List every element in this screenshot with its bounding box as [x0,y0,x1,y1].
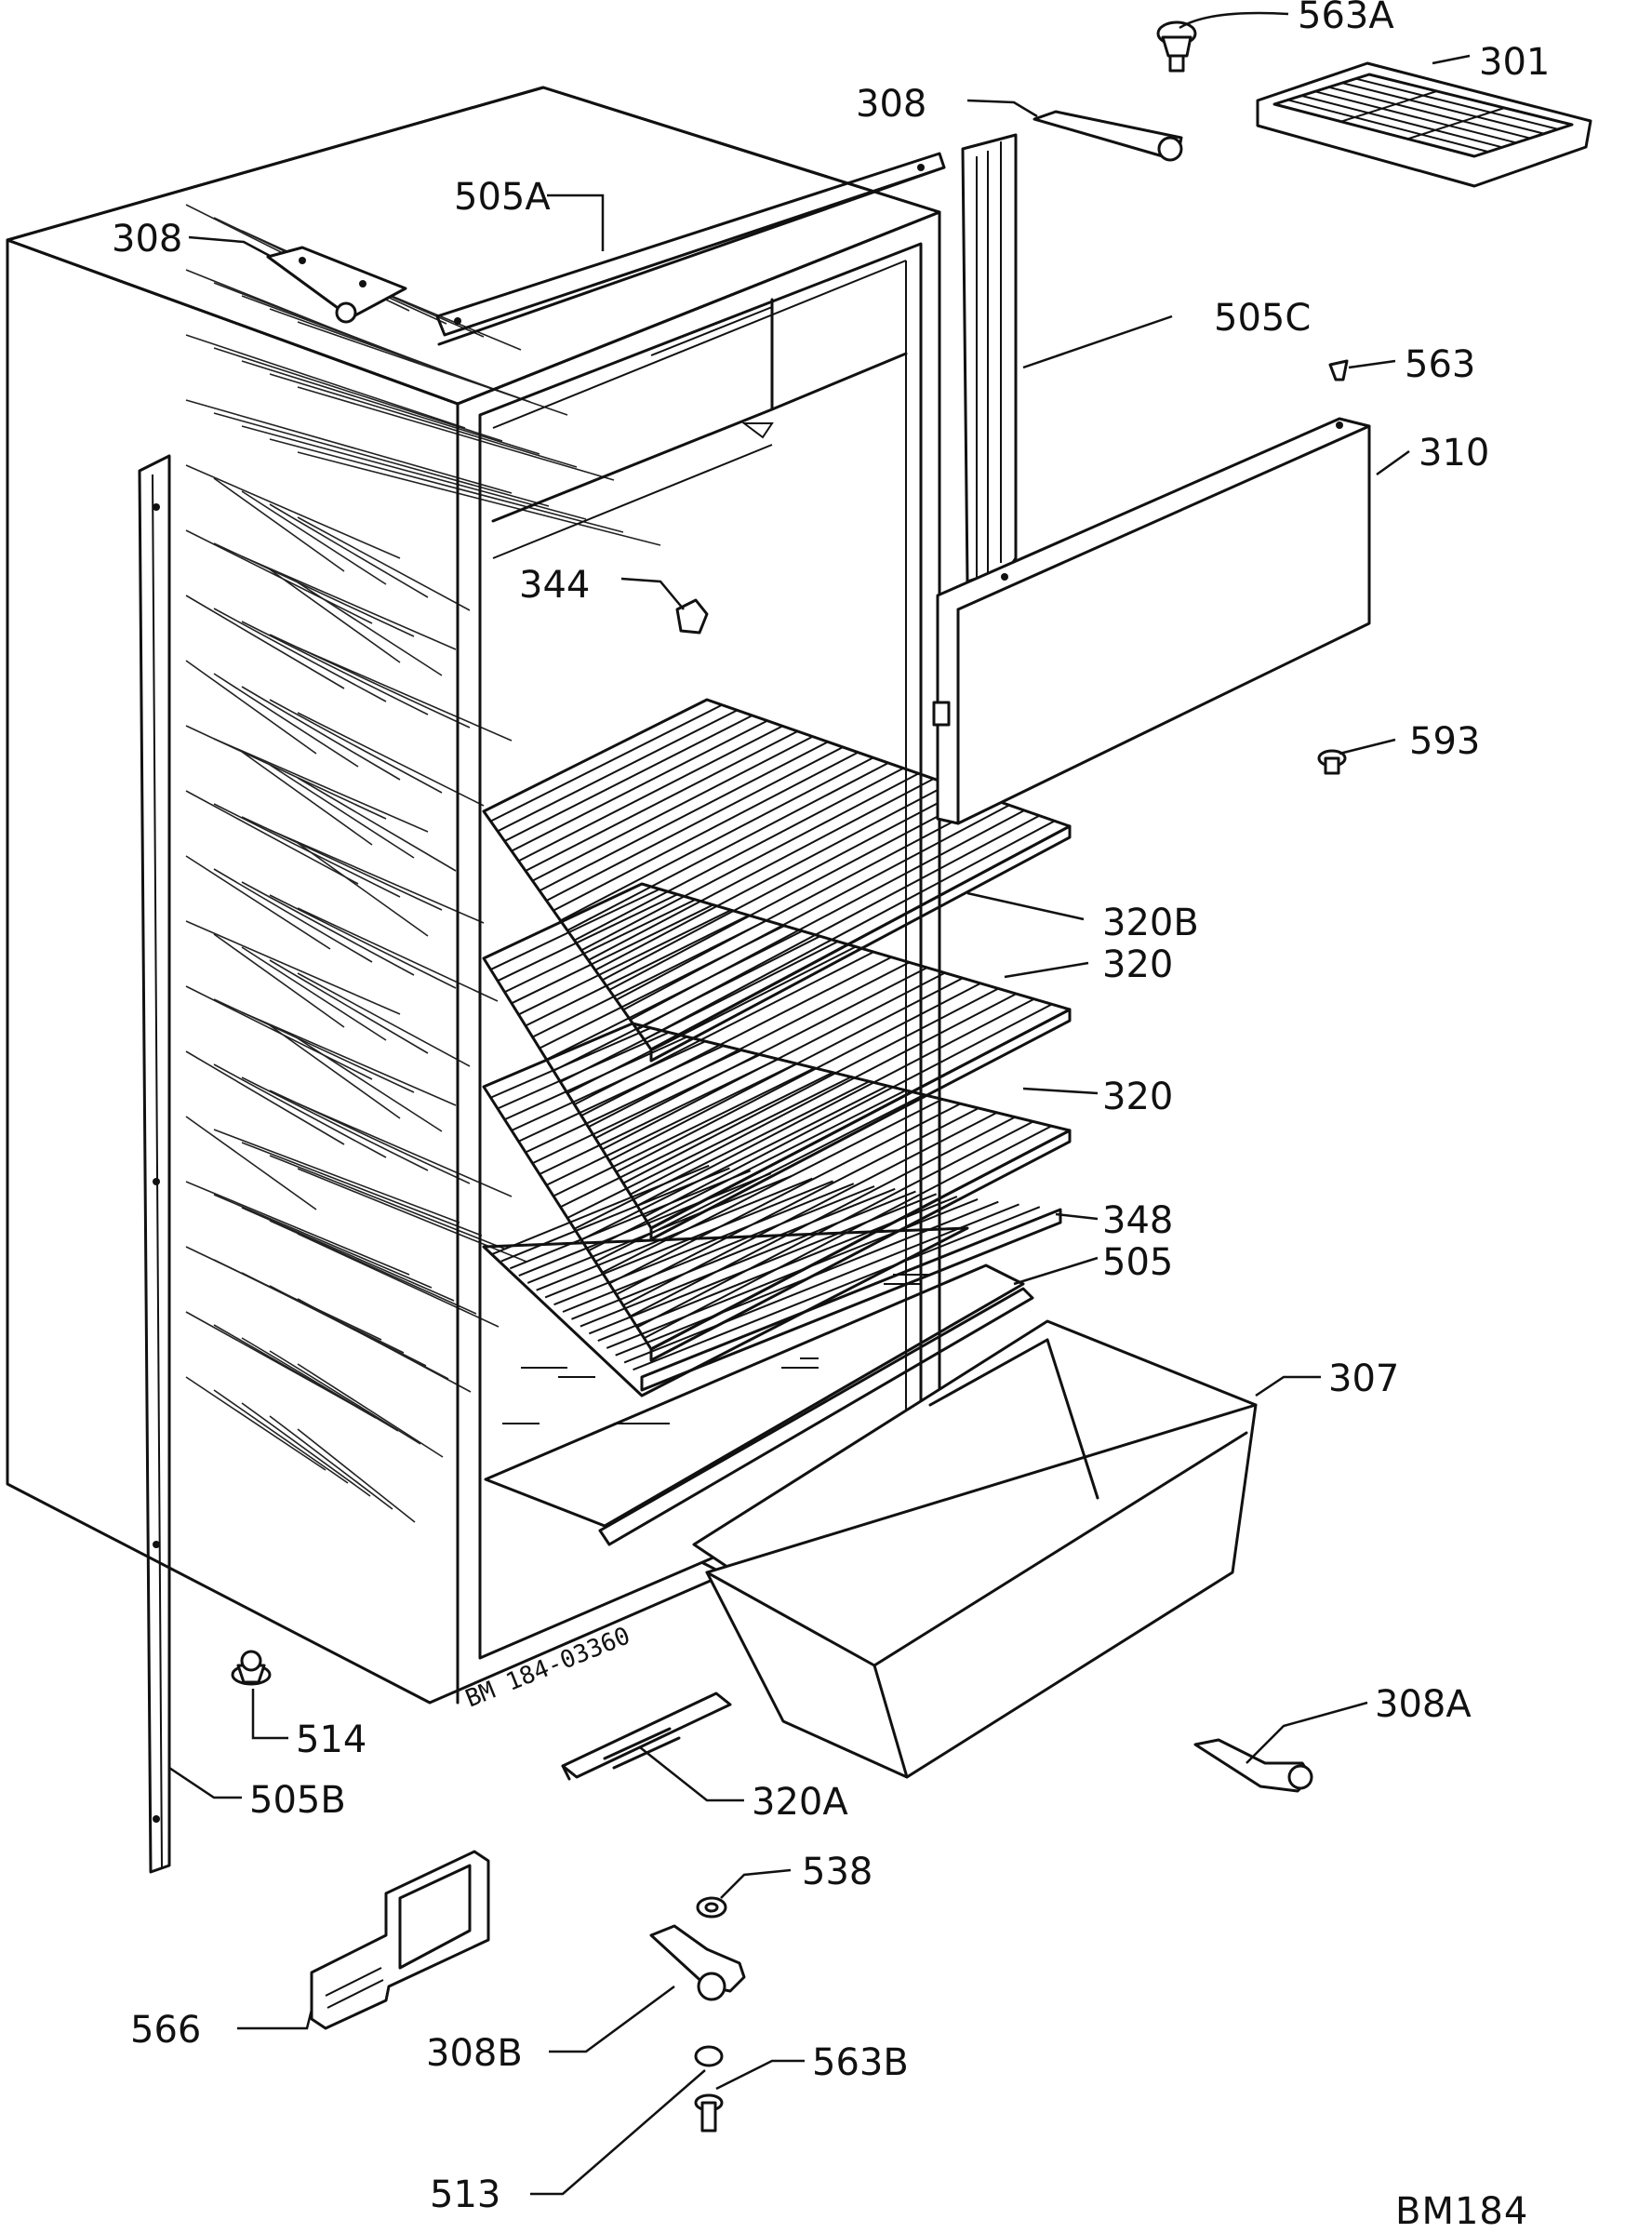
screw-563 [1328,359,1349,381]
label-593: 593 [1409,720,1480,763]
label-505: 505 [1102,1241,1173,1284]
label-505A: 505A [454,176,551,219]
label-513: 513 [430,2173,500,2216]
screw-593 [1317,749,1347,775]
door-strip-505B [138,454,171,1874]
label-563: 563 [1405,343,1475,386]
label-310: 310 [1419,432,1489,475]
label-514: 514 [296,1718,366,1761]
label-563B: 563B [812,2041,909,2084]
label-308-left: 308 [112,218,182,261]
hinge-308-top [1032,110,1183,162]
label-348: 348 [1102,1199,1173,1242]
hinge-308B [649,1924,746,2001]
handle-566 [310,1850,490,2030]
crisper-drawer-307 [692,1319,1258,1779]
hinge-308-left [266,246,407,324]
label-320B: 320B [1102,902,1199,944]
label-320A: 320A [752,1781,848,1824]
shelf-320-lower [482,1022,1072,1362]
strip-505C [961,133,1018,583]
label-563A: 563A [1298,0,1394,37]
glass-glints [502,1274,930,1424]
drawing-reference: BM184 [1395,2190,1528,2233]
label-344: 344 [519,564,590,607]
label-301: 301 [1479,41,1550,84]
label-538: 538 [802,1851,873,1893]
ice-tray-301 [1256,61,1592,188]
part-labels: 563A 301 308 308 505A 505C 563 310 344 5… [112,0,1550,2216]
cabinet-stamp: BM 184-03360 [461,1622,633,1713]
leader-lines [168,11,1471,2196]
label-308-top: 308 [856,83,926,126]
label-308A: 308A [1375,1683,1472,1726]
washer-513 [694,2045,724,2067]
strip-505A [435,152,946,346]
label-566: 566 [130,2009,201,2052]
label-308B: 308B [426,2032,523,2075]
washer-538 [696,1896,727,1919]
cabinet-side-shading [185,204,661,1523]
strip-505 [598,1287,1034,1546]
foot-514 [231,1650,272,1686]
label-320-upper: 320 [1102,943,1173,986]
screw-563B [694,2093,724,2133]
label-307: 307 [1328,1357,1399,1400]
clip-344 [675,598,709,635]
label-505C: 505C [1214,297,1311,340]
label-505B: 505B [249,1779,346,1822]
knob-563A [1156,20,1197,73]
label-320-lower: 320 [1102,1076,1173,1118]
hinge-308A [1193,1738,1313,1793]
rail-320A [561,1691,732,1781]
shelf-348 [482,1164,1062,1397]
freezer-door-310 [932,417,1371,825]
